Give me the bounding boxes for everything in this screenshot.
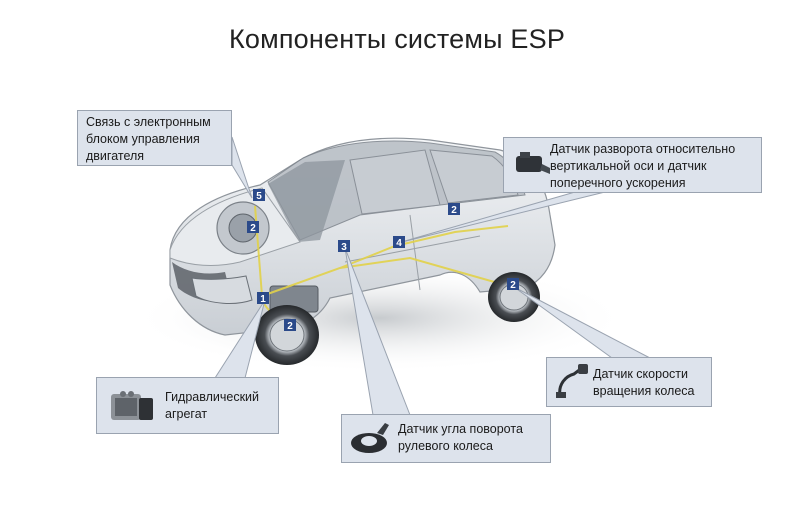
callout-hydraulic-unit: Гидравлический агрегат [96, 377, 279, 434]
callout-steering-sensor: Датчик угла поворота рулевого колеса [341, 414, 551, 463]
marker-2-engine-label: 2 [250, 223, 256, 234]
marker-3: 3 [338, 240, 350, 253]
marker-1-label: 1 [260, 294, 266, 305]
marker-2-engine: 2 [247, 221, 259, 234]
yaw-sensor-icon [516, 152, 550, 174]
wheel-speed-sensor-icon [556, 364, 588, 398]
marker-2-front-wheel-label: 2 [287, 321, 293, 332]
steering-sensor-icon [351, 423, 389, 453]
marker-5-label: 5 [256, 191, 262, 202]
car-body [169, 137, 556, 336]
callout-steering-sensor-text: Датчик угла поворота рулевого колеса [398, 422, 523, 453]
callout-engine-ecu: Связь с электронным блоком управления дв… [77, 110, 232, 166]
hydraulic-unit-icon [111, 391, 153, 420]
marker-2-rear-wheel-label: 2 [510, 280, 516, 291]
callout-pointers [214, 136, 651, 416]
callout-yaw-sensor: Датчик разворота относительно вертикальн… [503, 137, 762, 193]
callout-yaw-sensor-text: Датчик разворота относительно вертикальн… [550, 142, 736, 190]
callout-wheel-speed-sensor: Датчик скорости вращения колеса [546, 357, 712, 407]
callout-hydraulic-unit-text: Гидравлический агрегат [165, 390, 260, 421]
page-title: Компоненты системы ESP [228, 24, 566, 54]
marker-3-label: 3 [341, 242, 347, 253]
callout-engine-ecu-text: Связь с электронным блоком управления дв… [86, 115, 211, 163]
marker-2-rear-top-label: 2 [451, 205, 457, 216]
marker-2-rear-wheel: 2 [507, 278, 519, 291]
marker-4: 4 [393, 236, 405, 249]
marker-2-front-wheel: 2 [284, 319, 296, 332]
component-markers: 5 2 3 4 2 2 1 2 [247, 189, 519, 332]
front-wheel [255, 305, 319, 365]
marker-2-rear-top: 2 [448, 203, 460, 216]
marker-5: 5 [253, 189, 265, 202]
callout-wheel-speed-sensor-text: Датчик скорости вращения колеса [593, 367, 695, 398]
marker-4-label: 4 [396, 238, 402, 249]
marker-1: 1 [257, 292, 269, 305]
pointer-engine-ecu [231, 136, 253, 199]
